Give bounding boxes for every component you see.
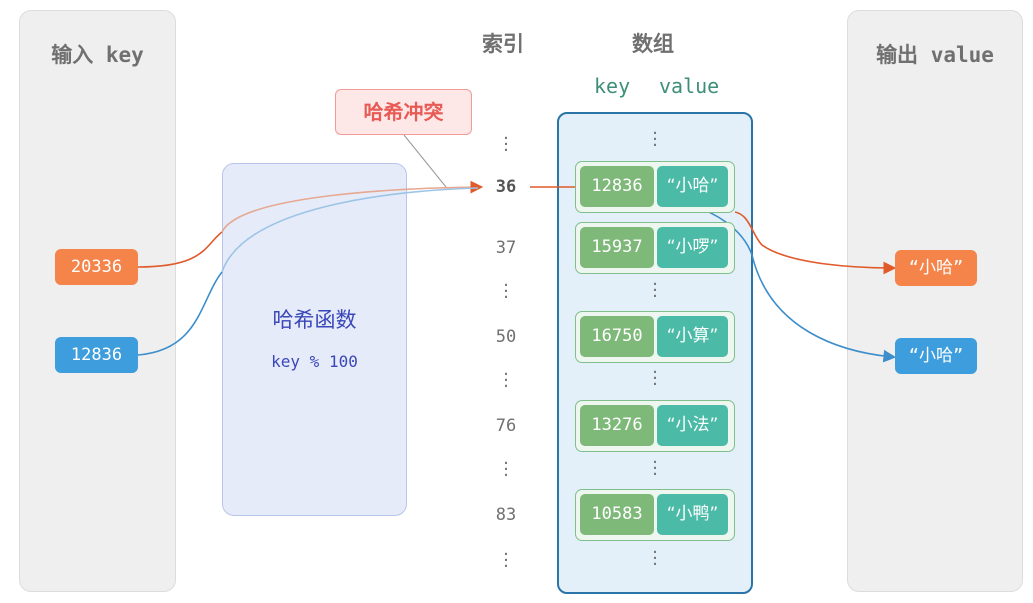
array-column-title: 数组 <box>632 32 674 56</box>
collision-pointer <box>403 134 447 188</box>
index-label: 50 <box>495 327 517 347</box>
key-label: key <box>594 74 631 98</box>
input-key-chip: 20336 <box>55 249 138 285</box>
ellipsis-icon: ··· <box>652 123 658 156</box>
ellipsis-icon: ··· <box>652 362 658 395</box>
ellipsis-icon: ··· <box>503 364 509 397</box>
bucket-key: 15937 <box>580 227 654 268</box>
bucket-value: “小鸭” <box>657 494 728 535</box>
ellipsis-icon: ··· <box>652 542 658 575</box>
bucket-pair: 12836 “小哈” <box>575 161 735 213</box>
index-label: 36 <box>495 177 517 197</box>
bucket-value: “小哈” <box>657 166 728 207</box>
index-label: 83 <box>495 505 517 525</box>
blue-input-wire <box>137 271 223 356</box>
input-key-chip: 12836 <box>55 337 138 373</box>
index-column-title: 索引 <box>482 32 524 56</box>
ellipsis-icon: ··· <box>503 128 509 161</box>
ellipsis-icon: ··· <box>503 453 509 486</box>
bucket-pair: 13276 “小法” <box>575 400 735 452</box>
hash-function-box: 哈希函数 key % 100 <box>222 163 407 516</box>
bucket-value: “小法” <box>657 405 728 446</box>
bucket-pair: 15937 “小啰” <box>575 222 735 274</box>
orange-input-wire <box>137 231 223 268</box>
output-value-chip: “小哈” <box>895 338 977 374</box>
output-panel: 输出 value <box>847 10 1023 592</box>
hash-function-expression: key % 100 <box>271 352 358 371</box>
index-label: 37 <box>495 238 517 258</box>
output-value-chip: “小哈” <box>895 250 977 286</box>
bucket-key: 12836 <box>580 166 654 207</box>
bucket-value: “小啰” <box>657 227 728 268</box>
ellipsis-icon: ··· <box>652 274 658 307</box>
output-panel-title: 输出 value <box>876 43 994 67</box>
orange-hash-wire <box>221 180 484 233</box>
bucket-pair: 16750 “小算” <box>575 311 735 363</box>
hash-function-name: 哈希函数 <box>272 308 357 332</box>
orange-output-wire <box>734 211 897 275</box>
ellipsis-icon: ··· <box>503 544 509 577</box>
ellipsis-icon: ··· <box>503 275 509 308</box>
bucket-key: 16750 <box>580 316 654 357</box>
ellipsis-icon: ··· <box>652 452 658 485</box>
index-label: 76 <box>495 416 517 436</box>
input-panel: 输入 key <box>19 10 176 592</box>
input-panel-title: 输入 key <box>51 43 144 67</box>
bucket-pair: 10583 “小鸭” <box>575 489 735 541</box>
collision-label: 哈希冲突 <box>335 89 472 135</box>
value-label: value <box>659 74 720 98</box>
blue-hash-wire <box>221 187 479 273</box>
bucket-key: 10583 <box>580 494 654 535</box>
bucket-value: “小算” <box>657 316 728 357</box>
bucket-key: 13276 <box>580 405 654 446</box>
